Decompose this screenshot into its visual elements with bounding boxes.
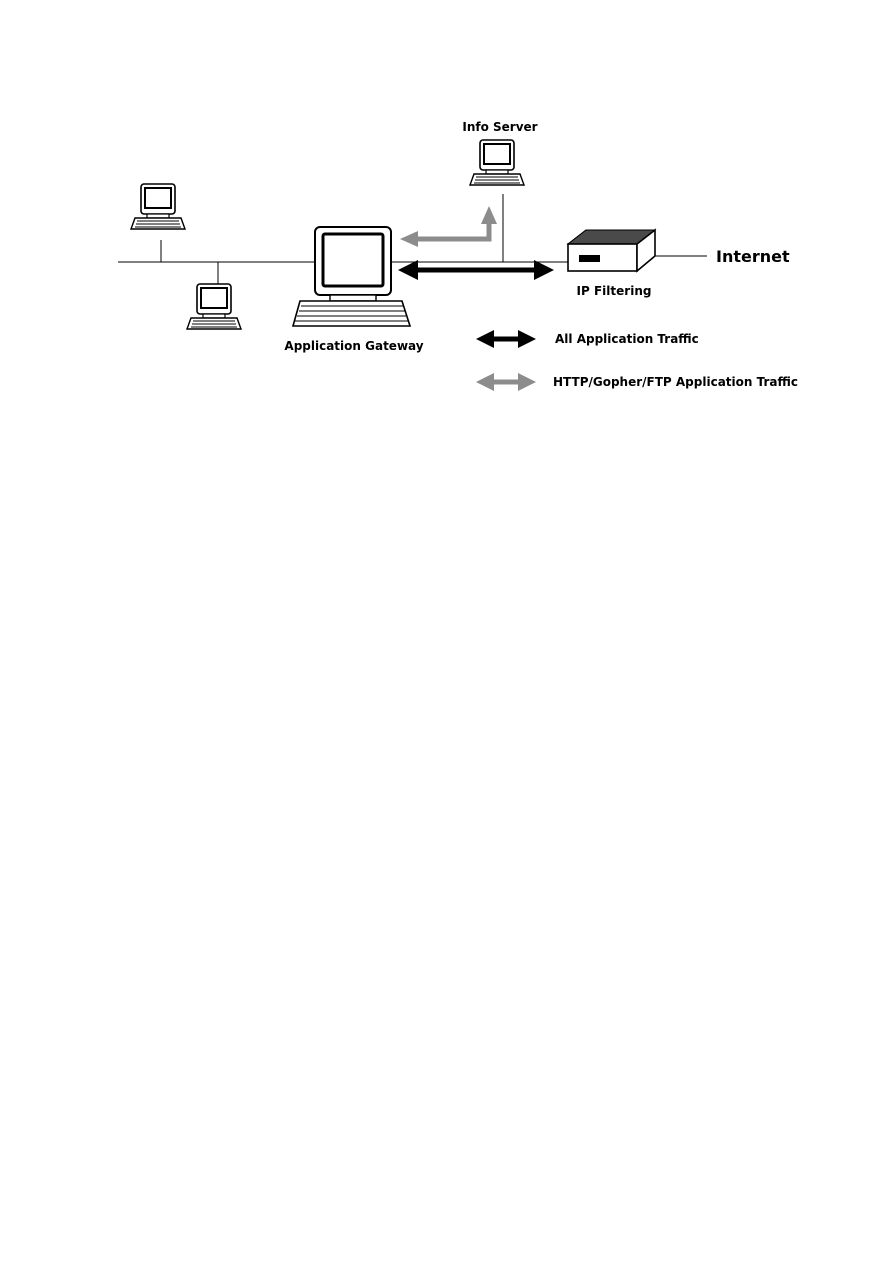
workstation-1 (130, 183, 186, 230)
workstation-2 (186, 283, 242, 330)
legend-label-all-traffic: All Application Traffic (555, 332, 699, 346)
ip-filtering-router (566, 228, 657, 273)
legend-black-arrow-icon (476, 330, 536, 348)
ip-filtering-label: IP Filtering (577, 284, 652, 298)
all-traffic-arrow (398, 260, 554, 280)
info-server-label: Info Server (462, 120, 537, 134)
legend-item-all-traffic: All Application Traffic (476, 330, 699, 348)
application-gateway-computer (291, 226, 412, 327)
internet-label: Internet (716, 247, 790, 266)
info-server-computer (469, 139, 525, 186)
legend-item-http-traffic: HTTP/Gopher/FTP Application Traffic (476, 373, 798, 391)
application-gateway-label: Application Gateway (284, 339, 423, 353)
legend-gray-arrow-icon (476, 373, 536, 391)
legend-label-http-traffic: HTTP/Gopher/FTP Application Traffic (553, 375, 798, 389)
legend: All Application Traffic HTTP/Gopher/FTP … (476, 330, 798, 391)
http-traffic-arrow (400, 206, 497, 247)
